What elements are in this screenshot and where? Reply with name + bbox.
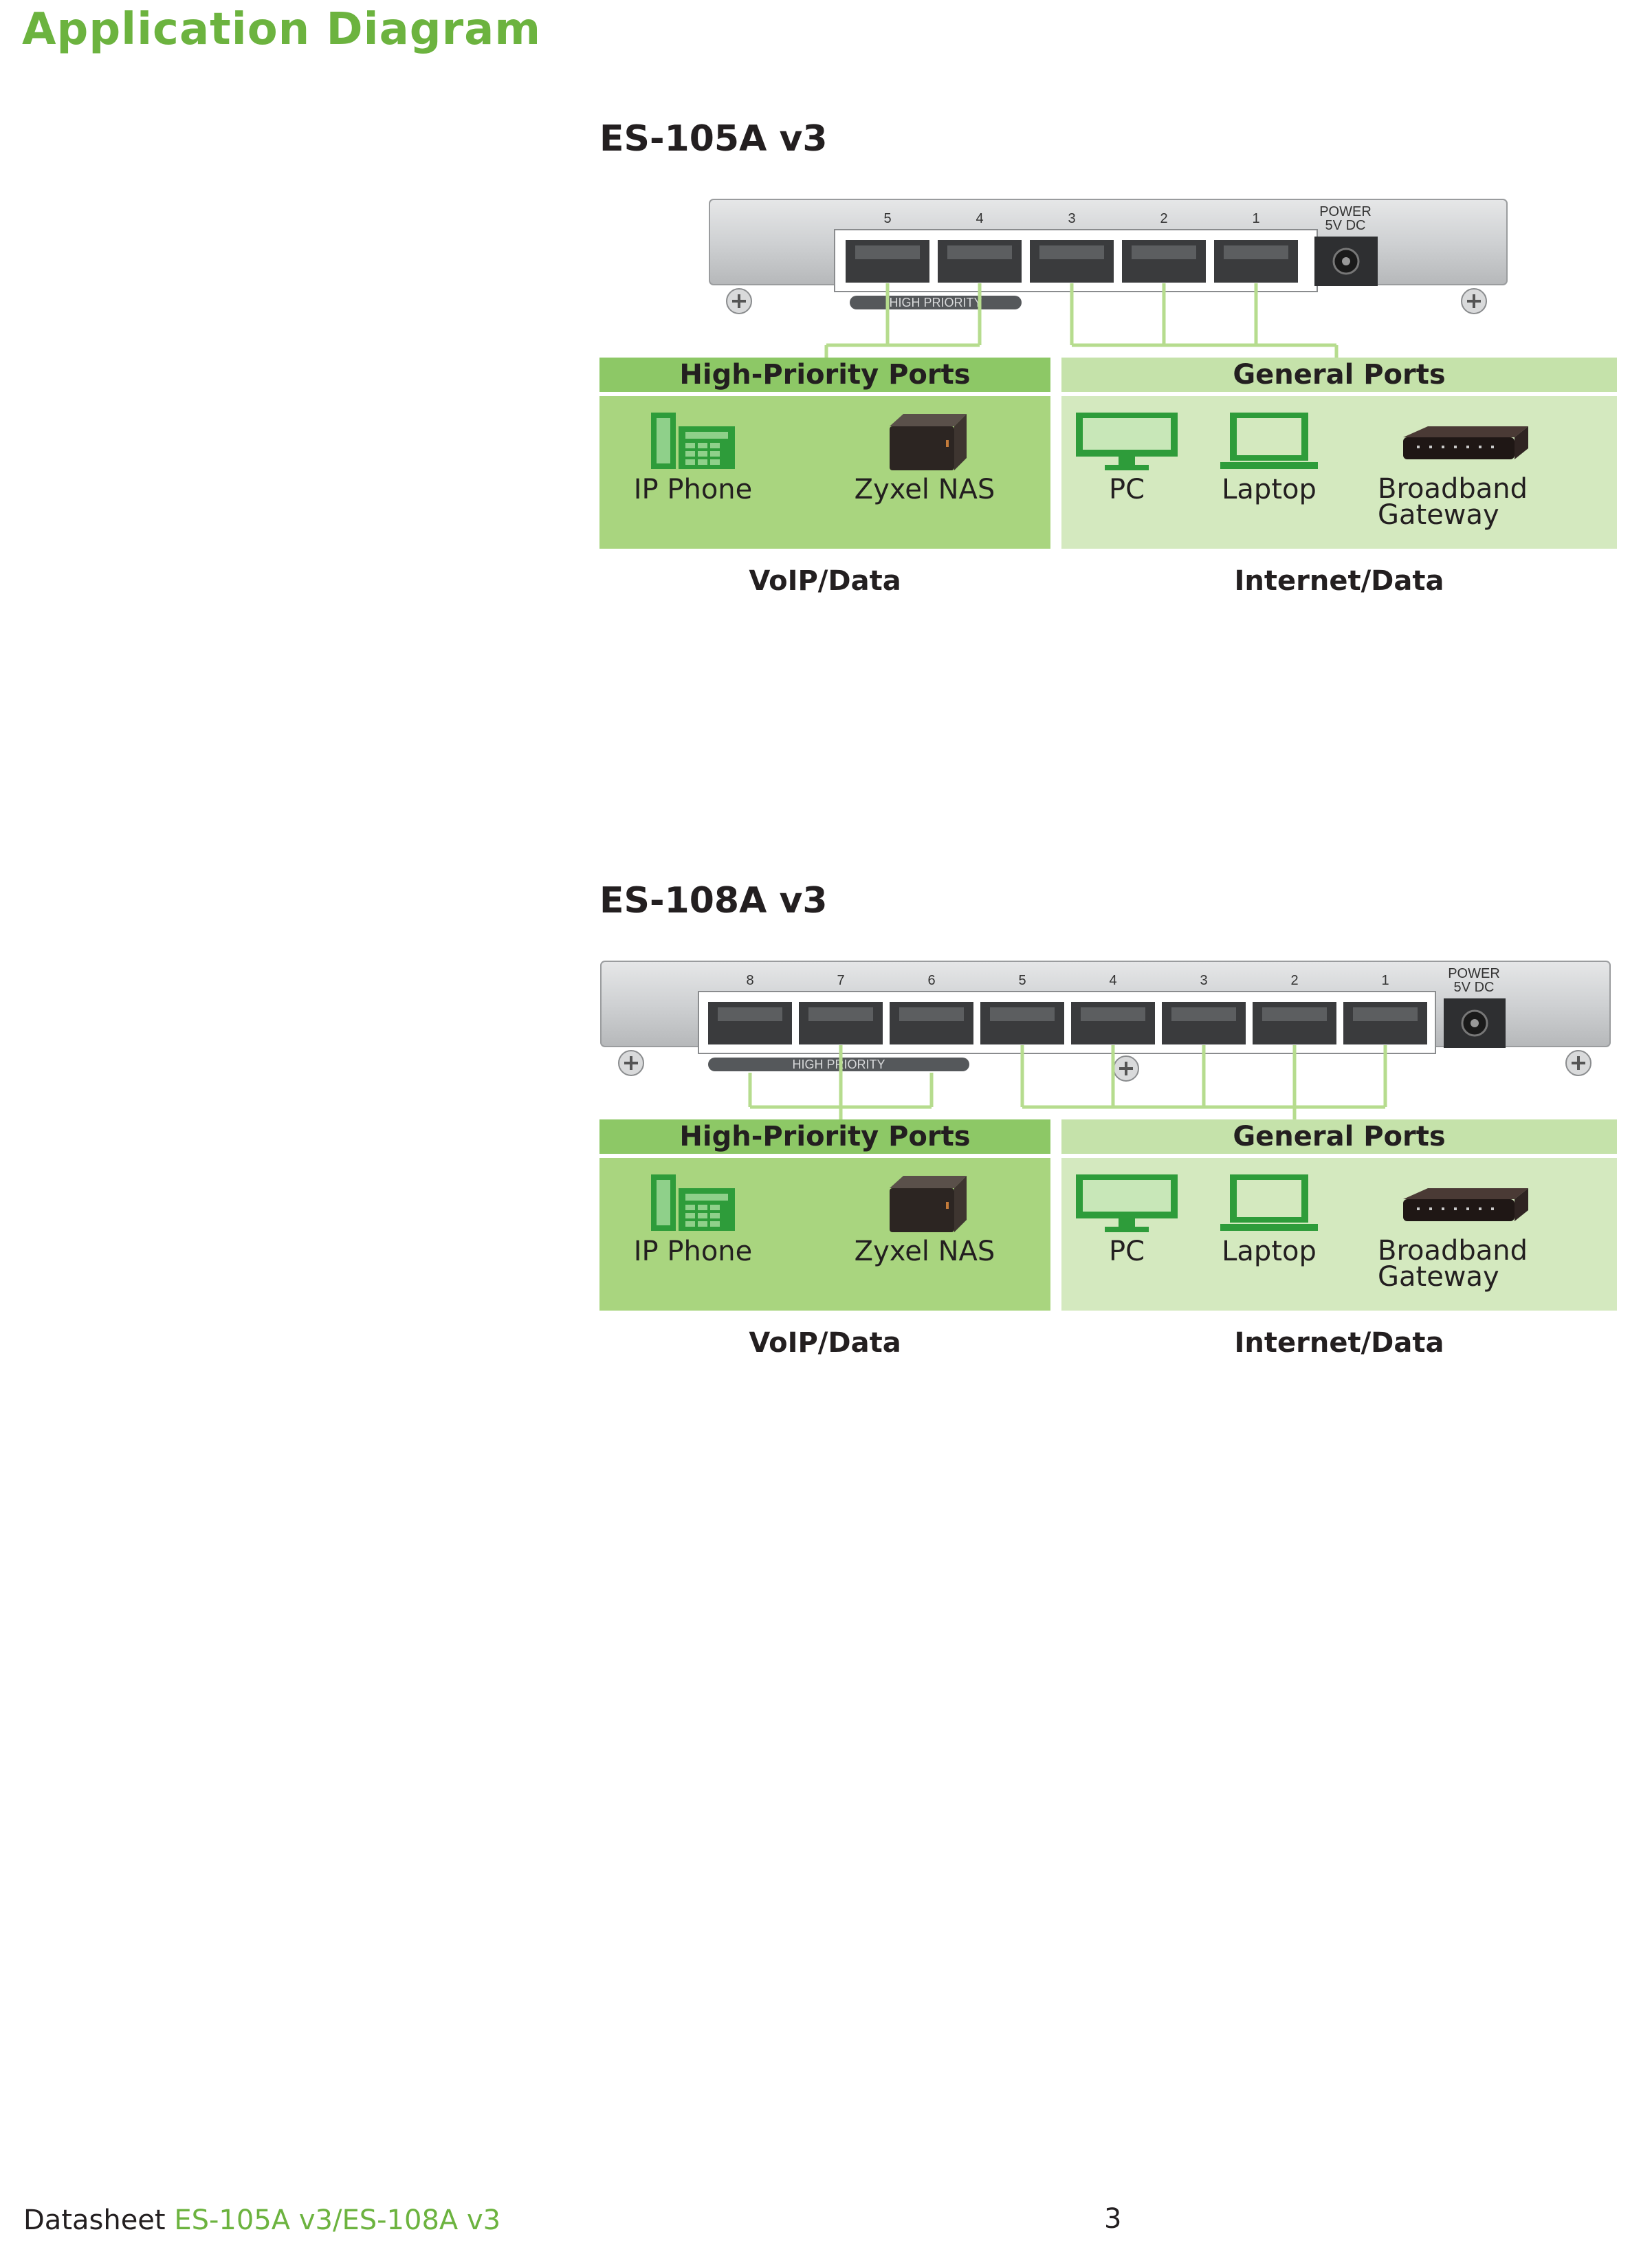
port-number: 1 xyxy=(1252,211,1259,226)
ethernet-port xyxy=(708,1002,792,1044)
device-pc: PC xyxy=(1070,410,1184,503)
port-number: 8 xyxy=(746,973,753,988)
screw-right xyxy=(1461,288,1487,314)
device-broadband-gateway: Broadband Gateway xyxy=(1356,410,1562,531)
high-priority-header: High-Priority Ports xyxy=(599,358,1050,392)
device-label: Zyxel NAS xyxy=(854,474,995,505)
device-laptop: Laptop xyxy=(1202,410,1336,503)
device-ip-phone: IP Phone xyxy=(624,410,762,503)
device-label: IP Phone xyxy=(633,474,753,505)
ip-phone-icon xyxy=(651,1174,735,1231)
high-priority-strip-label: HIGH PRIORITY xyxy=(792,1058,885,1071)
device-label: Laptop xyxy=(1222,474,1317,505)
caption-voip-data: VoIP/Data xyxy=(749,1327,901,1359)
section-es-105a: ES-105A v3 5 4 3 2 1 POWER 5V DC xyxy=(599,118,1617,737)
ethernet-port xyxy=(1162,1002,1246,1044)
port-number: 3 xyxy=(1200,973,1207,988)
caption-voip-data: VoIP/Data xyxy=(749,565,901,597)
device-broadband-gateway: Broadband Gateway xyxy=(1356,1172,1562,1293)
footer-prefix: Datasheet xyxy=(23,2204,175,2236)
pc-monitor-icon xyxy=(1076,413,1178,470)
screw-right xyxy=(1565,1050,1592,1076)
switch-front-panel: 8 7 6 5 4 3 2 1 POWER 5V DC HIGH PRIORIT… xyxy=(600,961,1611,1121)
model-title: ES-108A v3 xyxy=(599,880,828,921)
caption-internet-data: Internet/Data xyxy=(1234,1327,1444,1359)
high-priority-strip-label: HIGH PRIORITY xyxy=(889,296,982,309)
screw-center xyxy=(1113,1055,1139,1082)
port-number: 6 xyxy=(927,973,935,988)
laptop-icon xyxy=(1220,1174,1318,1231)
gateway-router-icon xyxy=(1403,426,1528,459)
footer-models: ES-105A v3/ES-108A v3 xyxy=(174,2204,501,2236)
power-voltage-label: 5V DC xyxy=(1454,980,1495,995)
high-priority-header: High-Priority Ports xyxy=(599,1119,1050,1154)
device-label: Zyxel NAS xyxy=(854,1236,995,1267)
device-label: PC xyxy=(1108,474,1145,505)
device-zyxel-nas: Zyxel NAS xyxy=(825,410,1024,503)
device-label: Broadband Gateway xyxy=(1378,473,1528,531)
ethernet-port xyxy=(1343,1002,1427,1044)
nas-icon xyxy=(890,1176,967,1232)
ethernet-port xyxy=(980,1002,1064,1044)
port-number: 2 xyxy=(1160,211,1167,226)
port-number: 3 xyxy=(1068,211,1075,226)
page-title: Application Diagram xyxy=(22,4,541,55)
ethernet-port xyxy=(938,240,1022,283)
power-label: POWER xyxy=(1319,204,1372,219)
pc-monitor-icon xyxy=(1076,1174,1178,1232)
device-ip-phone: IP Phone xyxy=(624,1172,762,1265)
connector-lines xyxy=(748,1045,1387,1121)
ethernet-port xyxy=(1253,1002,1336,1044)
ethernet-port xyxy=(890,1002,973,1044)
ethernet-port xyxy=(1030,240,1114,283)
device-label: IP Phone xyxy=(633,1236,753,1267)
gateway-router-icon xyxy=(1403,1188,1528,1221)
screw-left xyxy=(726,288,752,314)
ip-phone-icon xyxy=(651,413,735,469)
footer: Datasheet ES-105A v3/ES-108A v3 xyxy=(23,2204,500,2236)
device-label: Laptop xyxy=(1222,1236,1317,1267)
device-zyxel-nas: Zyxel NAS xyxy=(825,1172,1024,1265)
ethernet-port xyxy=(799,1002,883,1044)
port-number: 7 xyxy=(837,973,844,988)
section-es-108a: ES-108A v3 8 7 6 5 4 3 xyxy=(599,880,1617,1499)
device-label: Broadband Gateway xyxy=(1378,1235,1528,1293)
device-pc: PC xyxy=(1070,1172,1184,1265)
connector-lines xyxy=(824,283,1339,359)
port-number: 2 xyxy=(1290,973,1298,988)
port-number: 5 xyxy=(883,211,891,226)
ethernet-port xyxy=(1122,240,1206,283)
port-number: 4 xyxy=(1109,973,1116,988)
ethernet-port xyxy=(846,240,929,283)
power-voltage-label: 5V DC xyxy=(1325,218,1366,233)
device-label: PC xyxy=(1108,1236,1145,1267)
port-number: 4 xyxy=(976,211,983,226)
ethernet-port xyxy=(1071,1002,1155,1044)
ethernet-ports xyxy=(846,240,1298,283)
general-ports-header: General Ports xyxy=(1061,358,1617,392)
ethernet-ports xyxy=(708,1002,1427,1044)
model-title: ES-105A v3 xyxy=(599,118,828,160)
power-label: POWER xyxy=(1448,966,1500,981)
port-number: 1 xyxy=(1381,973,1389,988)
screw-left xyxy=(618,1050,644,1076)
switch-front-panel: 5 4 3 2 1 POWER 5V DC HIGH PRIORITY xyxy=(709,199,1508,359)
ethernet-port xyxy=(1214,240,1298,283)
device-laptop: Laptop xyxy=(1202,1172,1336,1265)
high-priority-strip xyxy=(708,1058,969,1071)
nas-icon xyxy=(890,414,967,470)
port-number: 5 xyxy=(1018,973,1026,988)
caption-internet-data: Internet/Data xyxy=(1234,565,1444,597)
page-number: 3 xyxy=(1104,2203,1122,2235)
laptop-icon xyxy=(1220,413,1318,469)
general-ports-header: General Ports xyxy=(1061,1119,1617,1154)
